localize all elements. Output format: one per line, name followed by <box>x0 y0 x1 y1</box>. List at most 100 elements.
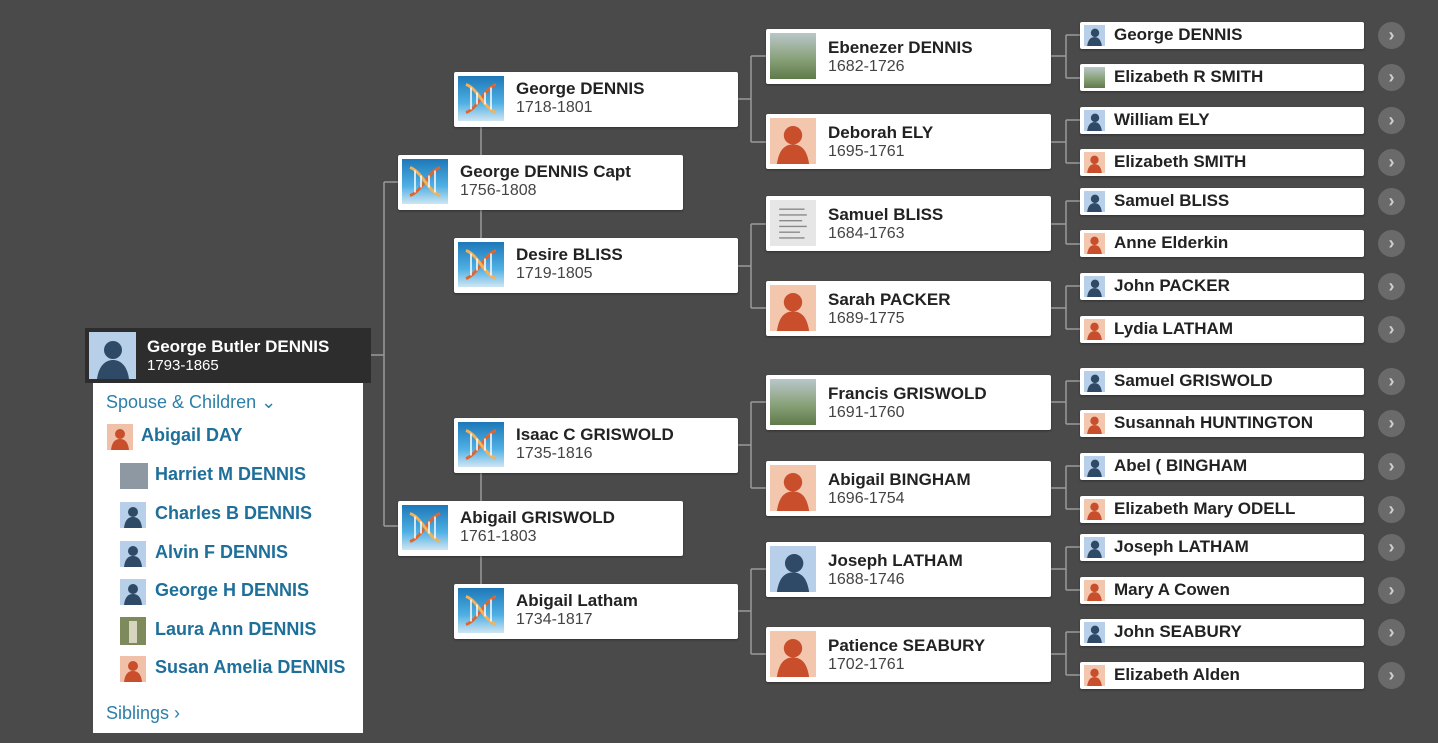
expand-ancestors-arrow-icon[interactable]: › <box>1378 273 1405 300</box>
person-name: Samuel BLISS <box>828 205 944 224</box>
root-person-card[interactable]: George Butler DENNIS 1793-1865 <box>85 328 371 383</box>
person-name: Desire BLISS <box>516 245 623 264</box>
person-dates: 1696-1754 <box>828 490 905 507</box>
child-link[interactable]: George H DENNIS <box>155 580 310 600</box>
gg-grandparent-card[interactable]: Elizabeth Mary ODELL <box>1080 496 1364 523</box>
female-avatar-icon <box>107 424 133 450</box>
gg-grandparent-card[interactable]: Susannah HUNTINGTON <box>1080 410 1364 437</box>
gg-grandparent-card[interactable]: Elizabeth R SMITH <box>1080 64 1364 91</box>
expand-ancestors-arrow-icon[interactable]: › <box>1378 64 1405 91</box>
siblings-toggle[interactable]: Siblings › <box>106 703 180 724</box>
male-avatar-icon <box>1084 191 1105 212</box>
male-avatar-icon <box>120 541 146 567</box>
expand-ancestors-arrow-icon[interactable]: › <box>1378 22 1405 49</box>
gg-grandparent-card[interactable]: Samuel BLISS <box>1080 188 1364 215</box>
gg-grandparent-card[interactable]: Samuel GRISWOLD <box>1080 368 1364 395</box>
child-link[interactable]: Charles B DENNIS <box>155 503 313 523</box>
expand-ancestors-arrow-icon[interactable]: › <box>1378 368 1405 395</box>
person-name: Lydia LATHAM <box>1114 319 1233 338</box>
expand-ancestors-arrow-icon[interactable]: › <box>1378 107 1405 134</box>
dna-icon <box>402 505 448 550</box>
child-link[interactable]: Susan Amelia DENNIS <box>155 657 346 677</box>
photo-thumbnail-icon <box>1084 67 1105 88</box>
female-avatar-icon <box>770 631 816 677</box>
male-avatar-icon <box>1084 537 1105 558</box>
person-name: George DENNIS Capt <box>460 162 631 181</box>
person-text: Susannah HUNTINGTON <box>1114 413 1313 433</box>
person-text: Samuel GRISWOLD <box>1114 371 1273 391</box>
person-text: Samuel BLISS <box>1114 191 1229 211</box>
male-avatar-icon <box>1084 276 1105 297</box>
expand-ancestors-arrow-icon[interactable]: › <box>1378 619 1405 646</box>
child-link[interactable]: Alvin F DENNIS <box>155 542 289 562</box>
gg-grandparent-card[interactable]: George DENNIS <box>1080 22 1364 49</box>
expand-ancestors-arrow-icon[interactable]: › <box>1378 149 1405 176</box>
person-name: Isaac C GRISWOLD <box>516 425 674 444</box>
child-link[interactable]: Laura Ann DENNIS <box>155 619 317 639</box>
expand-ancestors-arrow-icon[interactable]: › <box>1378 662 1405 689</box>
person-name: Abel ( BINGHAM <box>1114 456 1248 475</box>
chevron-down-icon: ⌄ <box>256 392 277 412</box>
gg-grandparent-card[interactable]: Abel ( BINGHAM <box>1080 453 1364 480</box>
gg-grandparent-card[interactable]: William ELY <box>1080 107 1364 134</box>
person-dates: 1756-1808 <box>460 182 537 199</box>
child-link[interactable]: Harriet M DENNIS <box>155 464 307 484</box>
person-dates: 1682-1726 <box>828 58 905 75</box>
spouse-link[interactable]: Abigail DAY <box>141 425 243 445</box>
female-avatar-icon <box>770 118 816 164</box>
male-avatar-icon <box>1084 25 1105 46</box>
dna-icon <box>458 422 504 467</box>
female-avatar-icon <box>120 656 146 682</box>
gg-grandparent-card[interactable]: John SEABURY <box>1080 619 1364 646</box>
root-person-name: George Butler DENNIS <box>147 337 330 356</box>
gg-grandparent-card[interactable]: Elizabeth SMITH <box>1080 149 1364 176</box>
person-text: William ELY <box>1114 110 1210 130</box>
person-name: Joseph LATHAM <box>828 551 963 570</box>
expand-ancestors-arrow-icon[interactable]: › <box>1378 188 1405 215</box>
person-dates: 1718-1801 <box>516 99 593 116</box>
dna-icon <box>458 588 504 633</box>
person-name: Abigail BINGHAM <box>828 470 971 489</box>
expand-ancestors-arrow-icon[interactable]: › <box>1378 496 1405 523</box>
male-avatar-icon <box>770 546 816 592</box>
gg-grandparent-card[interactable]: Mary A Cowen <box>1080 577 1364 604</box>
siblings-label: Siblings <box>106 703 170 723</box>
person-text: Elizabeth SMITH <box>1114 152 1246 172</box>
gg-grandparent-card[interactable]: John PACKER <box>1080 273 1364 300</box>
gg-grandparent-card[interactable]: Anne Elderkin <box>1080 230 1364 257</box>
spouse-children-toggle[interactable]: Spouse & Children ⌄ <box>106 392 276 413</box>
gg-grandparent-card[interactable]: Lydia LATHAM <box>1080 316 1364 343</box>
gg-grandparent-card[interactable]: Joseph LATHAM <box>1080 534 1364 561</box>
person-name: Ebenezer DENNIS <box>828 38 973 57</box>
family-panel: Spouse & Children ⌄ Abigail DAY Harriet … <box>93 383 363 733</box>
expand-ancestors-arrow-icon[interactable]: › <box>1378 230 1405 257</box>
expand-ancestors-arrow-icon[interactable]: › <box>1378 453 1405 480</box>
expand-ancestors-arrow-icon[interactable]: › <box>1378 316 1405 343</box>
expand-ancestors-arrow-icon[interactable]: › <box>1378 410 1405 437</box>
expand-ancestors-arrow-icon[interactable]: › <box>1378 534 1405 561</box>
expand-ancestors-arrow-icon[interactable]: › <box>1378 577 1405 604</box>
person-dates: 1689-1775 <box>828 310 905 327</box>
person-dates: 1719-1805 <box>516 265 593 282</box>
gg-grandparent-card[interactable]: Elizabeth Alden <box>1080 662 1364 689</box>
